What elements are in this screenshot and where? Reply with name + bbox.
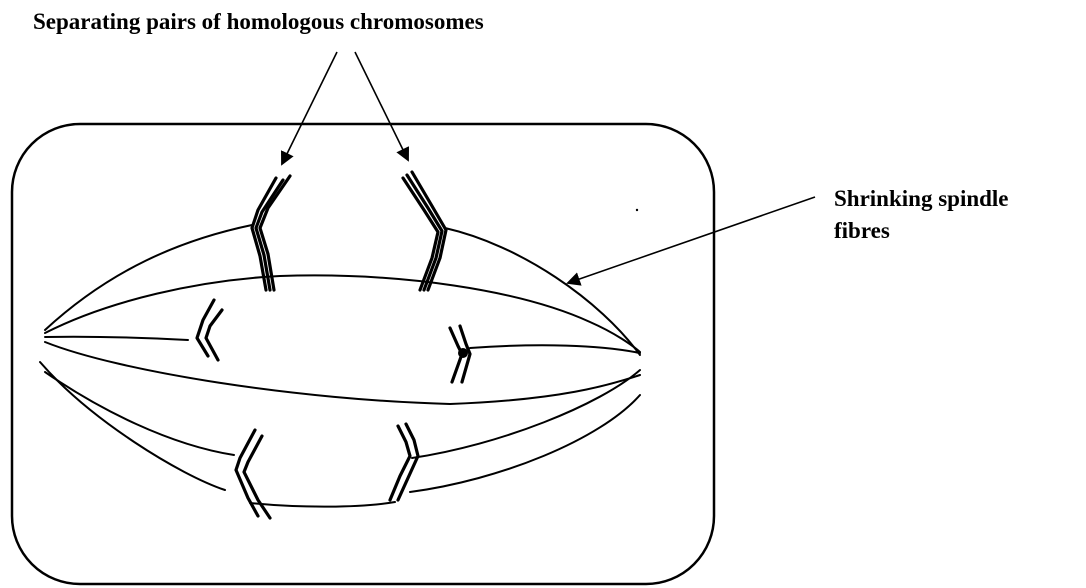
speck [636,209,638,211]
spindle-fibre [45,225,252,330]
spindle-fibre [45,342,640,404]
spindle-fibre [410,395,640,492]
spindle-fibre [412,370,640,458]
spindle-fibre [445,228,640,355]
spindle-fibre [45,275,640,352]
chromosome-middle-left [197,300,222,360]
spindle-fibre [45,372,234,455]
chromosome-middle-right [450,326,470,382]
chromosomes [197,172,470,518]
label-pointers [282,52,815,283]
spindle-fibres [40,225,640,507]
spindle-fibre [470,345,640,353]
arrow-to-top-left-chromosome [282,52,337,164]
cell-membrane-outline [12,124,714,584]
chromosome-bottom-right [390,424,418,500]
chromosome-top-right [403,172,446,290]
chromosome-top-left [252,176,290,290]
spindle-fibre [45,337,188,340]
spindle-fibre [40,362,225,490]
arrow-to-spindle-fibre [568,197,815,283]
spindle-fibre [250,502,395,507]
arrow-to-top-right-chromosome [355,52,408,160]
